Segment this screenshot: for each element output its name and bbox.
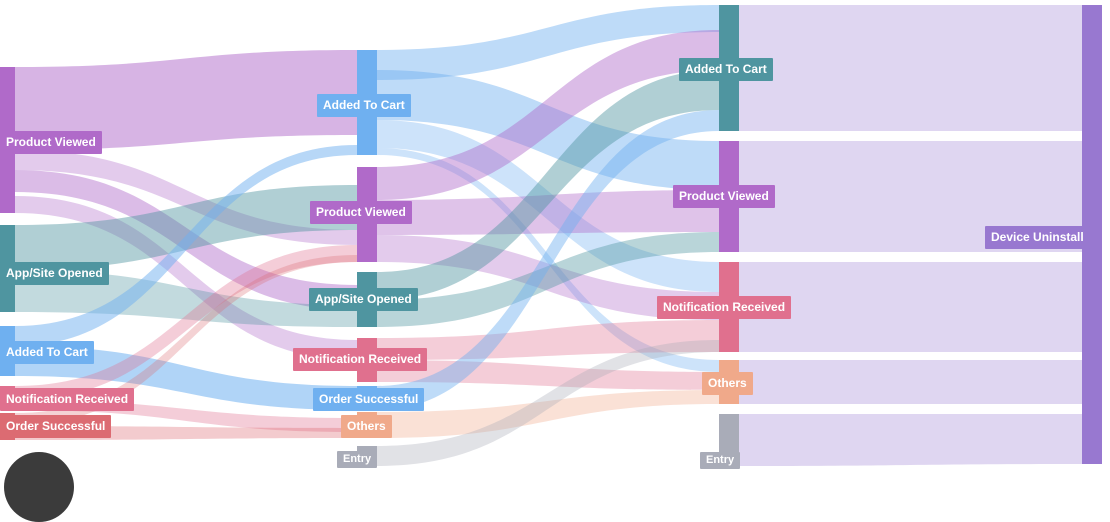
node-c3-du[interactable] xyxy=(1082,5,1102,464)
flow-c1-atc-to-c2-atc-12[interactable] xyxy=(377,5,719,80)
flow-c1-pv-to-c2-atc-16[interactable] xyxy=(377,30,719,200)
flow-c0-os-to-c1-pv-10[interactable] xyxy=(15,255,357,426)
label-c2-added-to-cart[interactable]: Added To Cart xyxy=(679,58,773,81)
flow-c2-atc-to-c3-du-26[interactable] xyxy=(739,5,1082,131)
flow-c1-app-to-c2-pv-20[interactable] xyxy=(377,232,719,327)
label-c0-product-viewed[interactable]: Product Viewed xyxy=(0,131,102,154)
flow-c2-oth-to-c3-du-29[interactable] xyxy=(739,360,1082,404)
flow-c1-nr-to-c2-nr-21[interactable] xyxy=(377,320,719,360)
flow-c1-os-to-c2-atc-23[interactable] xyxy=(377,110,719,410)
flow-c0-nr-to-c1-pv-8[interactable] xyxy=(15,245,357,400)
label-c1-app-site-opened[interactable]: App/Site Opened xyxy=(309,288,418,311)
label-c0-added-to-cart[interactable]: Added To Cart xyxy=(0,341,94,364)
label-c0-order-successful[interactable]: Order Successful xyxy=(0,415,112,438)
flow-c1-ent-to-c2-nr-25[interactable] xyxy=(377,340,719,466)
label-c2-entry[interactable]: Entry xyxy=(700,452,741,469)
flow-c0-pv-to-c1-nr-3[interactable] xyxy=(15,196,357,360)
flow-c1-app-to-c2-atc-19[interactable] xyxy=(377,70,719,300)
label-c2-others[interactable]: Others xyxy=(702,372,753,395)
flow-c2-pv-to-c3-du-27[interactable] xyxy=(739,141,1082,252)
label-c2-product-viewed[interactable]: Product Viewed xyxy=(673,185,775,208)
flow-c0-atc-to-c1-atc-6[interactable] xyxy=(15,145,357,346)
label-c3-device-uninstall[interactable]: Device Uninstall xyxy=(985,226,1090,249)
flow-c1-pv-to-c2-nr-18[interactable] xyxy=(377,235,719,320)
label-c1-order-successful[interactable]: Order Successful xyxy=(313,388,425,411)
label-c1-others[interactable]: Others xyxy=(341,415,392,438)
flow-c0-pv-to-c1-pv-1[interactable] xyxy=(15,150,357,245)
flow-c2-ent-to-c3-du-30[interactable] xyxy=(739,414,1082,466)
flow-c1-atc-to-c2-pv-13[interactable] xyxy=(377,70,719,190)
label-c1-notification-received[interactable]: Notification Received xyxy=(293,348,428,371)
label-c1-product-viewed[interactable]: Product Viewed xyxy=(310,201,412,224)
flow-c1-oth-to-c2-oth-24[interactable] xyxy=(377,390,719,438)
flow-c0-app-to-c1-pv-4[interactable] xyxy=(15,185,357,270)
label-c0-notification-received[interactable]: Notification Received xyxy=(0,388,135,411)
sankey-diagram: Product Viewed App/Site Opened Added To … xyxy=(0,5,1102,522)
flow-c0-pv-to-c1-atc-0[interactable] xyxy=(15,50,357,150)
flow-c2-nr-to-c3-du-28[interactable] xyxy=(739,262,1082,352)
label-c0-app-site-opened[interactable]: App/Site Opened xyxy=(0,262,109,285)
flow-c1-atc-to-c2-oth-15[interactable] xyxy=(377,148,719,372)
flow-c1-atc-to-c2-nr-14[interactable] xyxy=(377,120,719,292)
flow-c1-pv-to-c2-pv-17[interactable] xyxy=(377,190,719,235)
label-c1-added-to-cart[interactable]: Added To Cart xyxy=(317,94,411,117)
label-c2-notification-received[interactable]: Notification Received xyxy=(657,296,792,319)
cursor-overlay xyxy=(4,452,74,522)
label-c1-entry[interactable]: Entry xyxy=(337,451,378,468)
sankey-canvas xyxy=(0,5,1102,466)
flow-c0-atc-to-c1-os-7[interactable] xyxy=(15,346,357,410)
flow-c1-nr-to-c2-oth-22[interactable] xyxy=(377,360,719,390)
